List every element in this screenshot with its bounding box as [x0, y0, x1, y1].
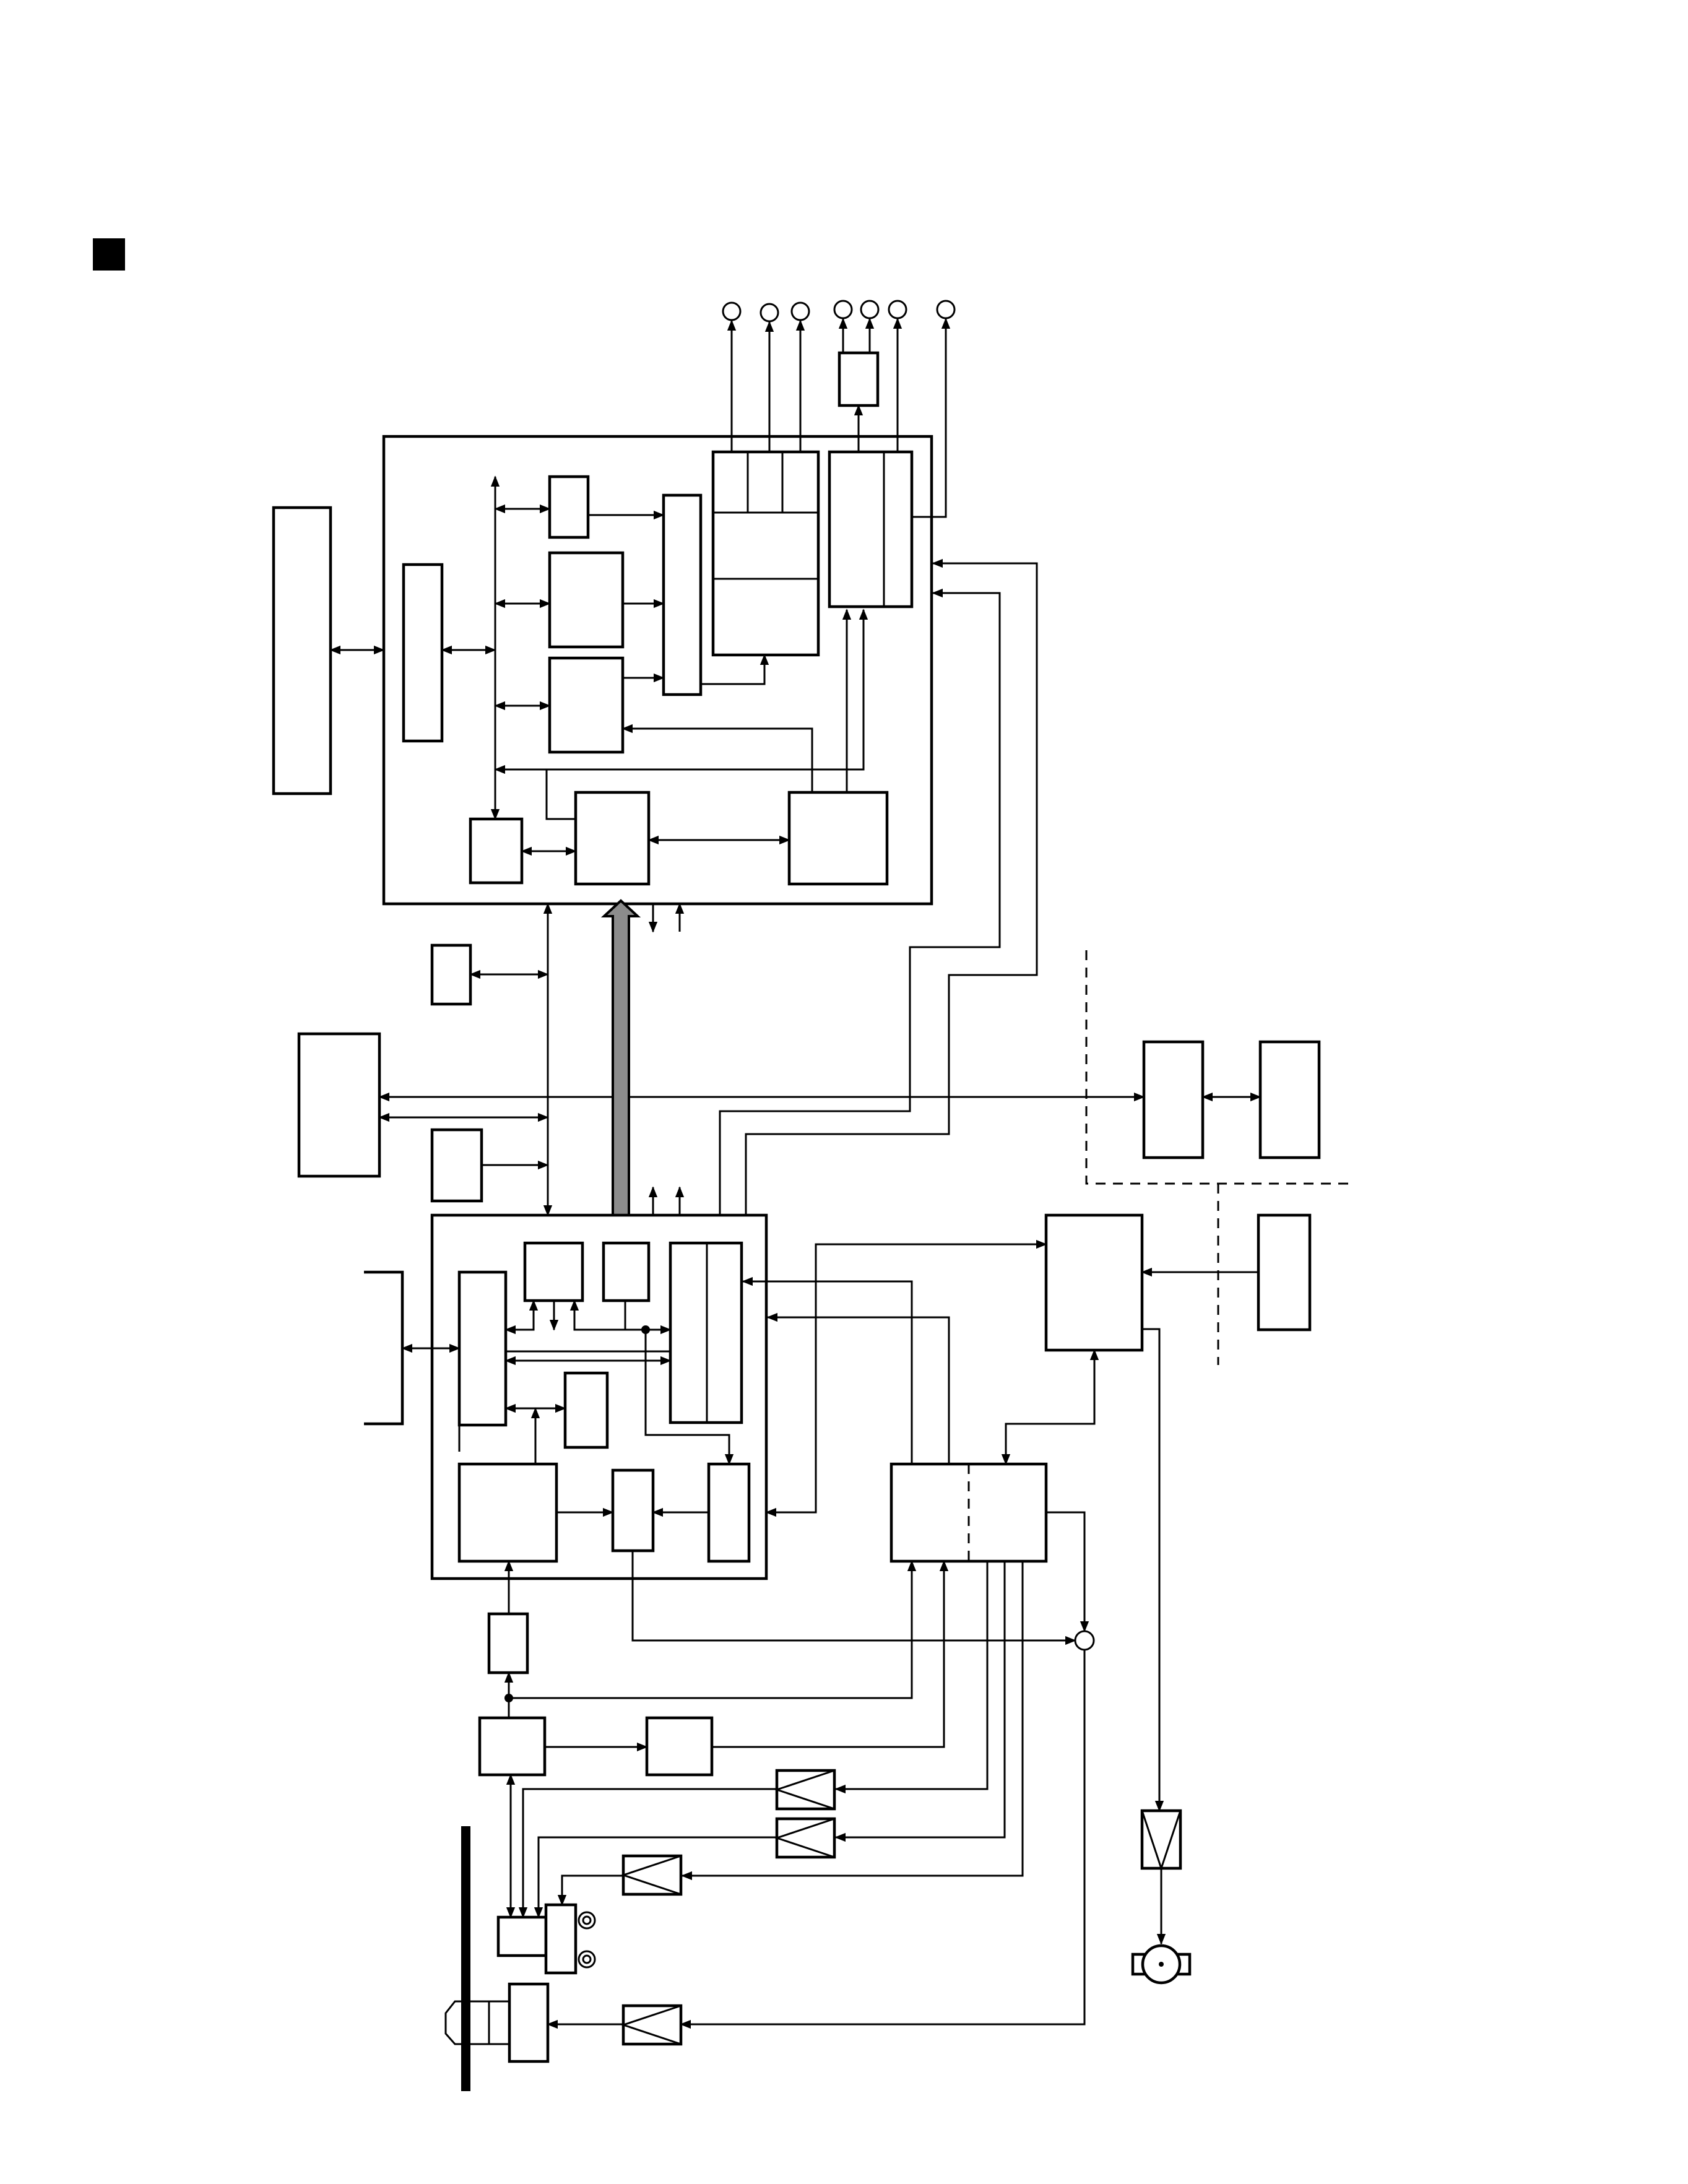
head-block [544, 1903, 578, 1975]
bottom-small-block-j [487, 1612, 529, 1675]
link-amp2-mech [534, 1836, 777, 1918]
tape-bar [461, 1826, 470, 2091]
bottom-small-block-h [707, 1462, 751, 1563]
link-amp1-mech [518, 1788, 777, 1918]
left-tall-block [272, 506, 332, 795]
bottom-interface-block [457, 1270, 508, 1427]
reel-icon [578, 1911, 596, 1930]
top-small-block-d [469, 817, 524, 885]
top-small-block-a [548, 475, 590, 539]
output-terminal-icon [790, 301, 810, 321]
output-grid-block [711, 450, 820, 657]
left-bracket [364, 1270, 404, 1426]
bottom-block-l [645, 1716, 714, 1777]
route-to-out2-a [719, 588, 1001, 1215]
output-terminal-icon [833, 300, 853, 319]
bottom-block-e [523, 1241, 584, 1302]
link-servo-amp-3 [681, 1561, 1024, 1881]
amplifier-triangle-icon [774, 1817, 836, 1859]
output-terminal-icon [888, 300, 907, 319]
mid-small-block-top [430, 943, 472, 1006]
link-servo-amp-2 [834, 1561, 1006, 1842]
bottom-processor-block [457, 1462, 558, 1563]
remote-block-a [1142, 1040, 1205, 1159]
output-block-two [828, 450, 914, 609]
link-servo-control [1001, 1349, 1099, 1465]
amplifier-triangle-icon [1140, 1809, 1182, 1871]
link-summing-head-amp [680, 1650, 1086, 2029]
right-servo-block [889, 1462, 1048, 1563]
dashed-boundary [1085, 950, 1353, 1185]
link-servo-memory-1 [742, 1276, 913, 1464]
summing-node-icon [1074, 1630, 1095, 1651]
heading-square-icon [93, 238, 125, 271]
output-terminal-icon [936, 300, 956, 319]
link-servo-summing [1046, 1511, 1089, 1632]
link-wide-blockc [621, 724, 813, 792]
amplifier-triangle-icon [620, 2004, 683, 2046]
bottom-small-block-g [563, 1371, 609, 1449]
amplifier-triangle-icon [620, 1854, 683, 1896]
head-icon [444, 2000, 509, 2045]
top-wide-block [787, 791, 889, 886]
link-narrow-grid [701, 654, 769, 685]
link-junction-small-h [644, 1330, 734, 1465]
link-servo-memory-2 [766, 1312, 950, 1464]
top-block-b [548, 551, 625, 649]
top-narrow-block [662, 493, 703, 696]
link-amp3-mech [557, 1874, 623, 1906]
amplifier-triangle-icon [774, 1769, 836, 1811]
output-terminal-icon [722, 301, 742, 321]
head-amp-block [508, 1982, 550, 2063]
right-input-block [1257, 1213, 1312, 1332]
reel-icon [578, 1950, 596, 1969]
link-e-memory [569, 1299, 672, 1335]
link-interface-e [504, 1299, 539, 1335]
link-control-h [765, 1239, 1047, 1517]
top-interface-block [402, 563, 444, 743]
bottom-small-block-i [611, 1468, 655, 1553]
route-to-out2-b [745, 558, 1038, 1215]
link-i-summing [631, 1551, 1076, 1645]
out-line-7 [912, 318, 951, 518]
remote-block-b [1258, 1040, 1321, 1159]
link-l-servo [712, 1560, 949, 1748]
mid-small-block-bottom [430, 1128, 483, 1203]
motor-icon [1131, 1944, 1192, 1985]
mechanism-block [496, 1915, 548, 1957]
link-control-motor [1142, 1328, 1164, 1812]
top-controller-block [574, 791, 651, 886]
link-servo-amp-1 [834, 1561, 989, 1794]
mid-left-block [297, 1032, 381, 1178]
top-block-c [548, 656, 625, 754]
link-junction-servo [509, 1560, 917, 1699]
bottom-block-k [478, 1716, 547, 1777]
bottom-block-f [602, 1241, 651, 1302]
shaded-data-bus-arrow [600, 899, 641, 1216]
top-tiny-output-block [838, 351, 880, 407]
output-terminal-icon [860, 300, 880, 319]
right-control-block [1044, 1213, 1144, 1352]
output-terminal-icon [760, 303, 779, 323]
